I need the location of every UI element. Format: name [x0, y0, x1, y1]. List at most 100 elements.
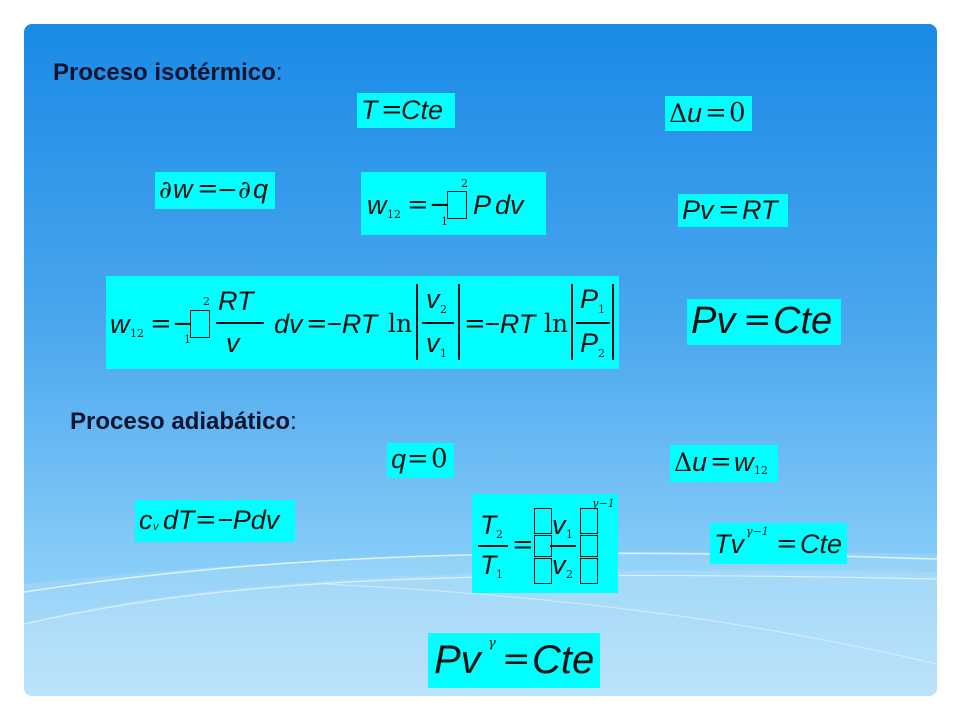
sym: Pv — [682, 195, 714, 225]
equation-cv-dt: c v dT = −Pdv — [135, 500, 295, 542]
sym: u — [687, 98, 703, 128]
sym: w — [110, 309, 130, 339]
sym: 2 — [461, 177, 468, 190]
abs-bar — [571, 284, 573, 360]
sym: T — [480, 550, 497, 580]
equation-w12-integral: w 12 = − 2 1 P dv — [361, 172, 546, 235]
sym: 0 — [431, 444, 448, 474]
sym: Δ — [674, 448, 693, 477]
fraction-bar — [216, 322, 264, 324]
equation-t-ratio: T 2 T 1 = v 1 v 2 γ−1 — [472, 494, 618, 593]
sym: v — [552, 550, 566, 580]
sym: dv — [495, 190, 524, 220]
sym: = — [776, 529, 798, 559]
paren-glyph — [534, 508, 552, 534]
sym: ln — [388, 309, 413, 338]
sym: = — [464, 309, 486, 339]
decorative-wave — [24, 551, 937, 696]
isothermal-heading-text: Proceso isotérmico — [53, 59, 276, 86]
sym: Pv — [691, 300, 736, 342]
sym: 2 — [203, 295, 210, 308]
paren-glyph — [580, 508, 598, 534]
paren-glyph — [580, 558, 598, 584]
sym: dv — [274, 309, 303, 339]
sym: 12 — [754, 464, 768, 477]
abs-bar — [612, 284, 614, 360]
paren-glyph — [580, 535, 598, 557]
integral-glyph — [190, 310, 210, 338]
sym: 2 — [566, 568, 573, 581]
sym: T — [361, 95, 378, 125]
sym: −∂ — [217, 175, 251, 204]
sym: v — [426, 328, 440, 358]
heading-colon: : — [290, 408, 297, 435]
equation-du-w12: Δ u = w 12 — [670, 445, 778, 482]
sym: 1 — [566, 528, 573, 541]
equation-du-zero: Δ u = 0 — [665, 96, 752, 131]
sym: w — [367, 190, 387, 220]
sym: γ−1 — [746, 525, 769, 538]
sym: T — [480, 510, 497, 540]
equation-w12-full: w 12 = − 2 1 RT v dv = −RT ln v 2 v 1 = … — [106, 276, 619, 369]
sym: 2 — [440, 303, 447, 316]
fraction-bar — [576, 322, 610, 324]
paren-glyph — [534, 558, 552, 584]
abs-bar — [416, 284, 418, 360]
sym: dT — [163, 505, 195, 535]
sym: v — [226, 328, 240, 358]
equation-pv-gamma-cte: Pv γ = Cte — [428, 633, 600, 688]
sym: Cte — [532, 638, 595, 682]
sym: = — [705, 98, 727, 128]
heading-colon: : — [275, 59, 283, 86]
sym: P — [580, 284, 599, 314]
sym: Pv — [434, 638, 481, 682]
fraction-bar — [422, 322, 454, 324]
equation-tv-cte: Tv γ−1 = Cte — [710, 523, 847, 564]
fraction-bar — [550, 545, 576, 547]
sym: γ — [488, 636, 496, 651]
sym: c — [139, 505, 153, 535]
sym: −Pdv — [217, 505, 280, 535]
equation-pv-rt: Pv = RT — [678, 194, 788, 227]
sym: Cte — [401, 95, 444, 125]
sym: w — [734, 447, 754, 477]
equation-q-zero: q = 0 — [387, 443, 454, 478]
sym: 2 — [496, 528, 503, 541]
sym: Δ — [669, 99, 688, 128]
sym: q — [253, 174, 269, 204]
adiabatic-heading-text: Proceso adiabático — [70, 408, 291, 435]
sym: ln — [544, 309, 569, 338]
sym: 12 — [387, 208, 401, 221]
sym: = — [710, 447, 732, 477]
sym: = — [743, 300, 772, 340]
sym: −RT — [484, 309, 536, 339]
sym: −RT — [326, 309, 378, 339]
sym: = — [407, 444, 429, 474]
sym: − — [172, 309, 194, 339]
fraction-bar — [478, 545, 508, 547]
sym: q — [391, 444, 407, 474]
sym: − — [429, 190, 451, 220]
equation-t-cte: T = Cte — [357, 93, 455, 128]
sym: = — [502, 639, 531, 679]
sym: = — [381, 95, 403, 125]
sym: 0 — [729, 98, 746, 128]
adiabatic-heading: Proceso adiabático: — [70, 408, 297, 436]
sym: = — [150, 309, 172, 339]
sym: v — [552, 510, 566, 540]
sym: v — [153, 521, 159, 533]
sym: u — [692, 447, 708, 477]
sym: 1 — [440, 347, 447, 360]
sym: P — [473, 190, 492, 220]
sym: 2 — [598, 347, 605, 360]
sym: 1 — [184, 333, 191, 346]
sym: v — [426, 284, 440, 314]
sym: Cte — [800, 529, 843, 559]
sym: γ−1 — [592, 497, 615, 510]
sym: 12 — [130, 327, 144, 340]
sym: Cte — [773, 300, 833, 342]
sym: 1 — [496, 568, 503, 581]
sym: = — [512, 530, 534, 560]
sym: RT — [742, 195, 778, 225]
sym: = — [195, 505, 217, 535]
